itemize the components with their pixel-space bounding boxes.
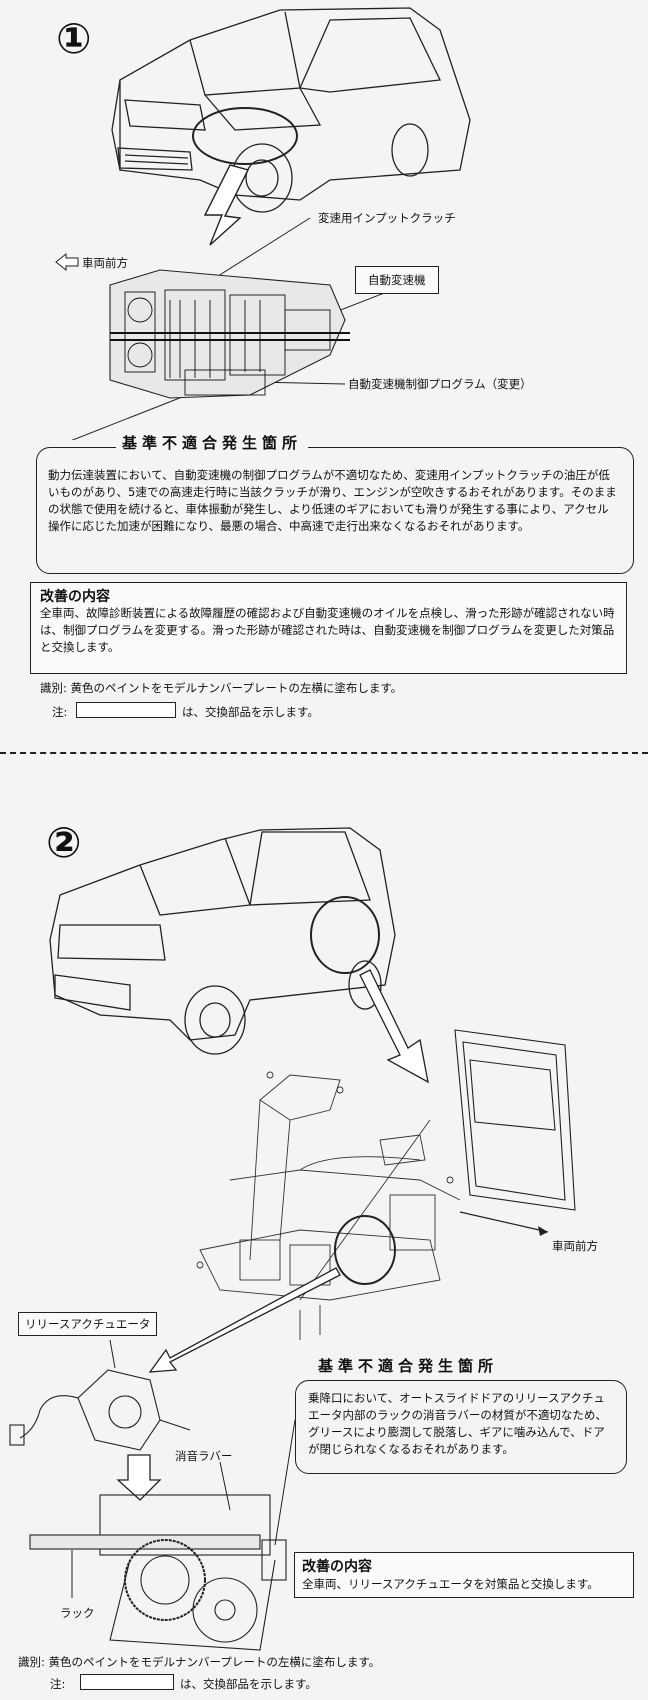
label-input-clutch: 変速用インプットクラッチ xyxy=(318,211,456,225)
nonconformity-title-2: 基準不適合発生箇所 xyxy=(318,1357,499,1375)
nonconformity-box-2 xyxy=(295,1380,627,1474)
label-transmission-box: 自動変速機 xyxy=(355,266,439,294)
section1-number: ① xyxy=(56,14,92,63)
identification-2: 識別: 黄色のペイントをモデルナンバープレートの左横に塗布します。 xyxy=(18,1655,381,1669)
improvement-title-1: 改善の内容 xyxy=(40,589,110,605)
nonconformity-box-1 xyxy=(36,447,634,574)
label-control-program: 自動変速機制御プログラム（変更） xyxy=(348,377,532,391)
label-vehicle-front-1: 車両前方 xyxy=(82,256,128,270)
improvement-text-1: 全車両、故障診断装置による故障履歴の確認および自動変速機のオイルを点検し、滑った… xyxy=(40,606,615,654)
label-silencer-rubber: 消音ラバー xyxy=(175,1449,233,1463)
section-divider xyxy=(0,752,648,754)
improvement-text-2: 全車両、リリースアクチュエータを対策品と交換します。 xyxy=(302,1577,599,1591)
identification-1: 識別: 黄色のペイントをモデルナンバープレートの左横に塗布します。 xyxy=(40,681,403,695)
note-prefix-2: 注: xyxy=(50,1677,66,1691)
label-release-actuator-box: リリースアクチュエータ xyxy=(18,1312,158,1336)
note-swatch-2 xyxy=(80,1674,174,1690)
nonconformity-text-2: 乗降口において、オートスライドドアのリリースアクチュエータ内部のラックの消音ラバ… xyxy=(308,1391,607,1456)
note-prefix-1: 注: xyxy=(52,705,68,719)
label-rack: ラック xyxy=(60,1606,95,1620)
note-swatch-1 xyxy=(76,702,176,718)
nonconformity-title-1: 基準不適合発生箇所 xyxy=(116,432,309,453)
note-suffix-2: は、交換部品を示します。 xyxy=(180,1677,317,1691)
improvement-box-1 xyxy=(30,582,627,674)
van-illustration-1 xyxy=(55,7,471,440)
improvement-box-2 xyxy=(294,1552,634,1598)
improvement-title-2: 改善の内容 xyxy=(302,1559,372,1575)
nonconformity-text-1: 動力伝達装置において、自動変速機の制御プログラムが不適切なため、変速用インプット… xyxy=(48,468,617,533)
label-vehicle-front-2: 車両前方 xyxy=(552,1239,598,1253)
note-suffix-1: は、交換部品を示します。 xyxy=(182,705,319,719)
section2-number: ② xyxy=(46,818,82,867)
